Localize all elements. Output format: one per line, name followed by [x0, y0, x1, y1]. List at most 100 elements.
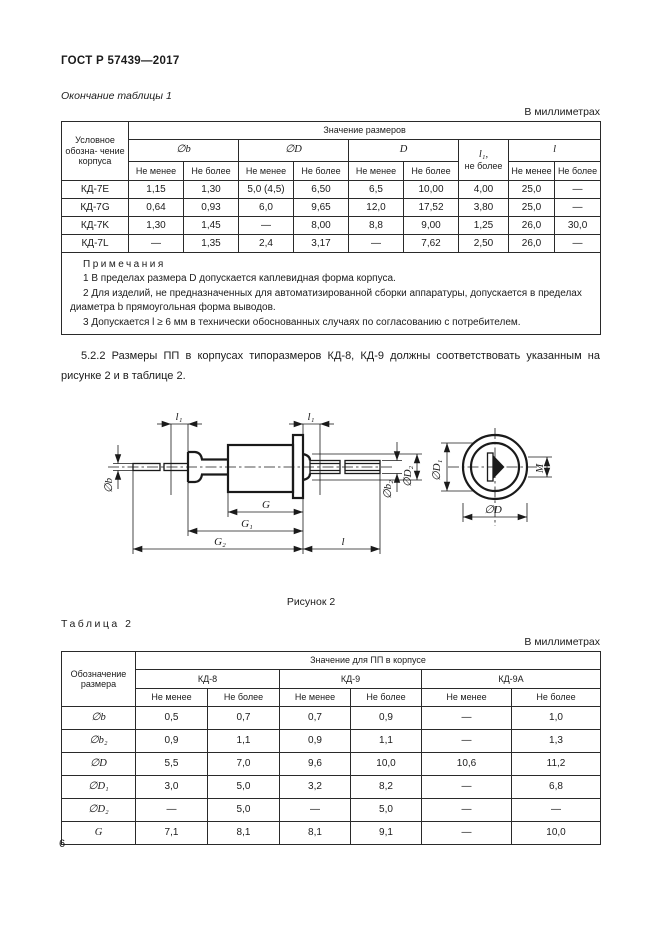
value-cell: 7,1: [135, 821, 208, 845]
package-header-kd9: КД-9: [279, 669, 422, 689]
outer-diameter-circle: [461, 433, 529, 501]
row-label: КД-7G: [61, 198, 129, 217]
package-header-kd9a: КД-9А: [421, 669, 601, 689]
row-label: КД-7L: [61, 234, 129, 253]
value-cell: 11,2: [511, 752, 601, 776]
value-cell: 25,0: [508, 198, 555, 217]
value-cell: 0,9: [279, 729, 351, 753]
value-cell: 1,25: [458, 216, 509, 235]
max-header: Не более: [350, 688, 422, 707]
table2-group-header: Значение для ПП в корпусе: [135, 651, 601, 670]
value-cell: —: [421, 821, 512, 845]
value-cell: 3,0: [135, 775, 208, 799]
value-cell: 5,0: [350, 798, 422, 822]
col-header-diam-D: ∅D: [238, 139, 349, 162]
value-cell: 5,5: [135, 752, 208, 776]
section-5-2-2-paragraph: 5.2.2 Размеры ПП в корпусах типоразмеров…: [61, 350, 600, 382]
units-label-table2: В миллиметрах: [524, 636, 600, 648]
max-header: Не более: [183, 161, 239, 181]
row-label: ∅D₁: [61, 775, 136, 799]
dim-label-diam-b2: ∅b₂: [382, 480, 394, 499]
value-cell: 1,30: [128, 216, 184, 235]
min-header: Не менее: [135, 688, 208, 707]
dim-label-diam-D1: ∅D₁: [431, 459, 443, 481]
value-cell: 6,50: [293, 180, 349, 199]
value-cell: 9,00: [403, 216, 459, 235]
left-lead-flare: [186, 450, 228, 484]
value-cell: 2,50: [458, 234, 509, 253]
package-header-kd8: КД-8: [135, 669, 280, 689]
col-header-D: D: [348, 139, 459, 162]
table1-continuation-caption: Окончание таблицы 1: [61, 90, 172, 102]
table2-title: Таблица 2: [61, 618, 134, 630]
value-cell: 10,6: [421, 752, 512, 776]
value-cell: 26,0: [508, 234, 555, 253]
dimension-lines: [113, 420, 422, 554]
min-header: Не менее: [348, 161, 404, 181]
dim-label-diam-b: ∅b: [103, 477, 115, 493]
value-cell: 8,1: [207, 821, 280, 845]
value-cell: 7,0: [207, 752, 280, 776]
table2-corner-header: Обозначение размера: [61, 651, 136, 707]
row-label: КД-7K: [61, 216, 129, 235]
value-cell: 17,52: [403, 198, 459, 217]
value-cell: —: [511, 798, 601, 822]
dimension-labels: l₁ l₁ ∅b ∅D₂ ∅b₂ G G₁ G₂ l ∅D₁ M ∅D: [103, 411, 546, 548]
value-cell: 1,35: [183, 234, 239, 253]
value-cell: 1,45: [183, 216, 239, 235]
col-header-l1-max: l₁, не более: [458, 139, 509, 181]
value-cell: —: [553, 234, 602, 253]
max-header: Не более: [403, 161, 459, 181]
value-cell: 4,00: [458, 180, 509, 199]
value-cell: 1,1: [350, 729, 422, 753]
row-label: ∅D₂: [61, 798, 136, 822]
row-label: КД-7E: [61, 180, 129, 199]
value-cell: —: [421, 775, 512, 799]
value-cell: 0,5: [135, 706, 208, 730]
note-1: 1 В пределах размера D допускается капле…: [83, 273, 396, 284]
value-cell: 25,0: [508, 180, 555, 199]
value-cell: 2,4: [238, 234, 294, 253]
right-lead-bulge: [302, 452, 312, 482]
table1-corner-header: Условное обозна- чение корпуса: [61, 121, 129, 181]
dim-label-M: M: [534, 463, 546, 474]
value-cell: 5,0: [207, 775, 280, 799]
value-cell: 6,8: [511, 775, 601, 799]
dim-label-l: l: [341, 536, 344, 548]
row-label: ∅b₂: [61, 729, 136, 753]
value-cell: 0,7: [279, 706, 351, 730]
row-label: ∅D: [61, 752, 136, 776]
col-header-l1-qualifier: не более: [464, 160, 503, 171]
value-cell: 30,0: [553, 216, 602, 235]
inner-diameter-circle: [469, 441, 521, 493]
value-cell: —: [128, 234, 184, 253]
value-cell: 8,8: [348, 216, 404, 235]
value-cell: 12,0: [348, 198, 404, 217]
value-cell: 6,0: [238, 198, 294, 217]
left-lead-segment: [132, 462, 161, 472]
value-cell: —: [553, 198, 602, 217]
min-header: Не менее: [421, 688, 512, 707]
min-header: Не менее: [238, 161, 294, 181]
value-cell: —: [238, 216, 294, 235]
dim-label-G2: G₂: [214, 536, 226, 548]
value-cell: 10,00: [403, 180, 459, 199]
dim-label-G1: G₁: [241, 518, 253, 530]
value-cell: 5,0: [207, 798, 280, 822]
value-cell: —: [279, 798, 351, 822]
table-row: ∅D₂—5,0—5,0——: [61, 798, 601, 822]
value-cell: —: [421, 706, 512, 730]
value-cell: 26,0: [508, 216, 555, 235]
doc-number: ГОСТ Р 57439—2017: [61, 55, 180, 67]
max-header: Не более: [511, 688, 601, 707]
